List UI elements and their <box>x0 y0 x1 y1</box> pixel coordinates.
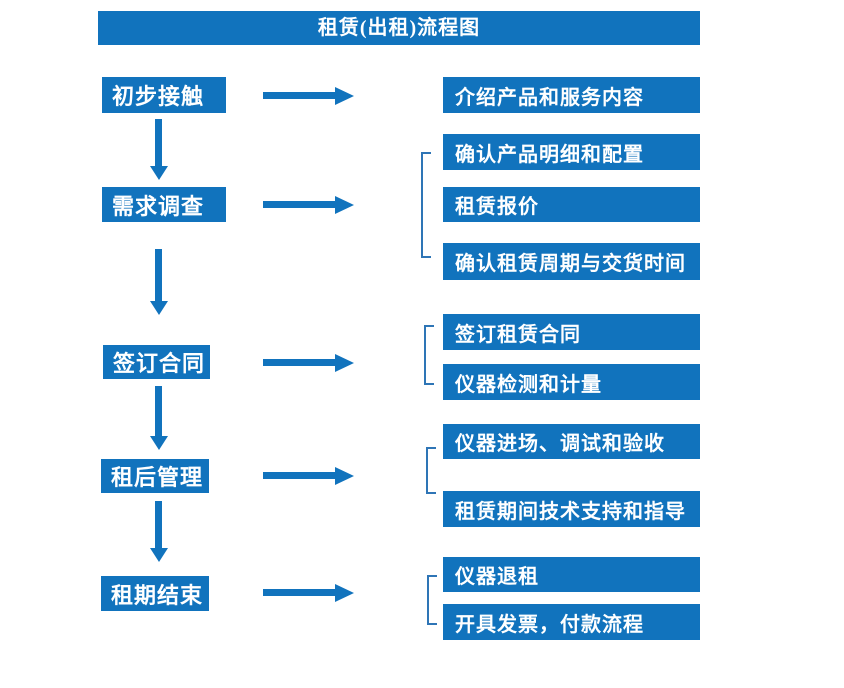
step-box-3: 签订合同 <box>103 345 210 379</box>
output-box: 租赁期间技术支持和指导 <box>443 491 700 527</box>
arrow-right-icon <box>263 201 335 208</box>
arrow-right-icon <box>263 472 335 479</box>
output-box: 仪器检测和计量 <box>443 364 700 400</box>
bracket-connector <box>427 575 437 625</box>
flowchart-title: 租赁(出租)流程图 <box>98 11 700 45</box>
arrow-down-icon <box>155 119 162 166</box>
output-box: 仪器退租 <box>443 557 700 592</box>
output-box: 签订租赁合同 <box>443 314 700 350</box>
output-box: 确认产品明细和配置 <box>443 134 700 170</box>
arrow-down-icon <box>155 249 162 301</box>
output-box: 介绍产品和服务内容 <box>443 77 700 113</box>
output-box: 开具发票，付款流程 <box>443 604 700 640</box>
step-box-2: 需求调查 <box>102 187 226 222</box>
output-box: 仪器进场、调试和验收 <box>443 424 700 459</box>
output-box: 确认租赁周期与交货时间 <box>443 243 700 280</box>
arrow-right-icon <box>263 589 335 596</box>
arrow-down-icon <box>155 501 162 548</box>
arrow-down-icon <box>155 386 162 436</box>
bracket-connector <box>424 325 434 385</box>
arrow-right-icon <box>263 92 335 99</box>
arrow-right-icon <box>263 359 335 366</box>
step-box-1: 初步接触 <box>102 77 226 113</box>
step-box-4: 租后管理 <box>101 459 209 493</box>
step-box-5: 租期结束 <box>101 576 209 611</box>
bracket-connector <box>426 447 436 494</box>
output-box: 租赁报价 <box>443 187 700 222</box>
bracket-connector <box>421 152 431 258</box>
